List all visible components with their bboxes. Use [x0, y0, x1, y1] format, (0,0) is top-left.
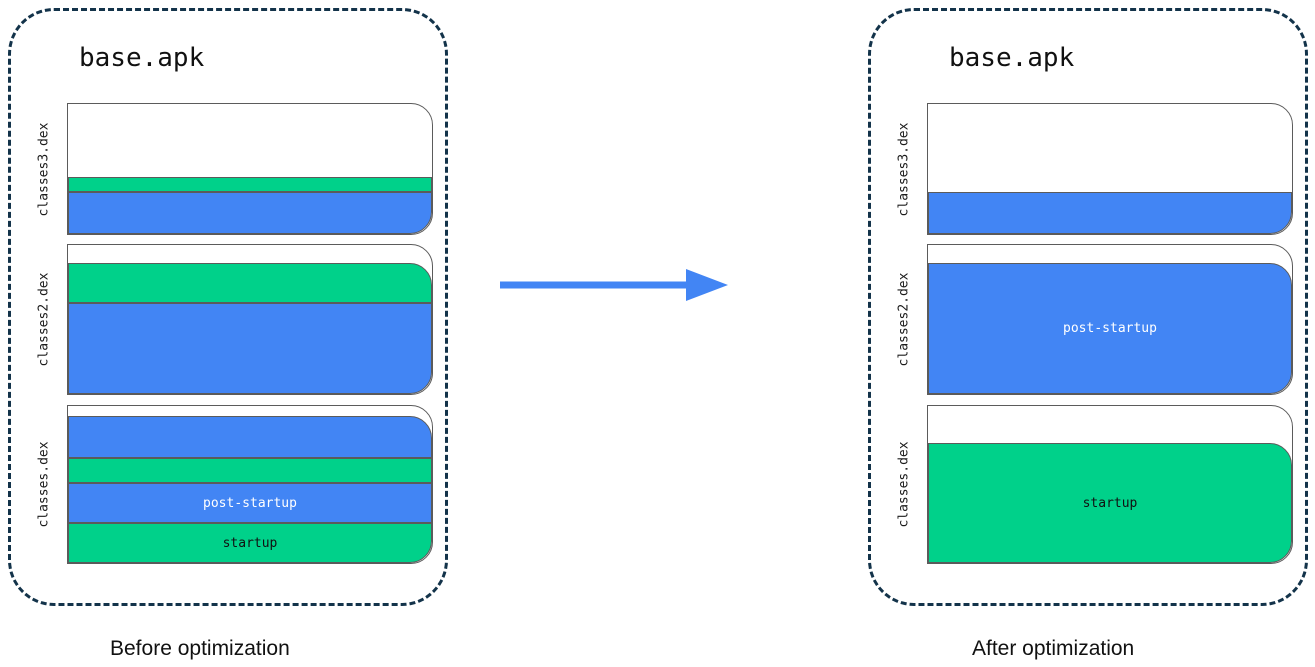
- dex-label-before-classes3: classes3.dex: [36, 122, 52, 216]
- dex-segment-post-startup: [68, 416, 432, 458]
- caption-before-optimization: Before optimization: [110, 637, 290, 660]
- apk-title-after: base.apk: [949, 43, 1075, 73]
- dex-stack: post-startup: [928, 263, 1292, 394]
- dex-label-before-classes: classes.dex: [36, 441, 52, 528]
- dex-block-after-classes3: classes3.dex: [897, 103, 1293, 235]
- dex-stack: startup: [928, 443, 1292, 563]
- dex-segment-startup-labeled: startup: [928, 443, 1292, 563]
- dex-label-after-classes: classes.dex: [896, 441, 912, 528]
- dex-segment-post-startup: [68, 303, 432, 394]
- dex-segment-post-startup-labeled: post-startup: [68, 483, 432, 523]
- dex-segment-post-startup-labeled: post-startup: [928, 263, 1292, 394]
- apk-title-before: base.apk: [79, 43, 205, 73]
- dex-segment-startup: [68, 263, 432, 303]
- dex-block-before-classes: classes.dex startup post-startup: [37, 405, 433, 564]
- dex-block-before-classes2: classes2.dex: [37, 244, 433, 395]
- caption-after-optimization: After optimization: [972, 637, 1135, 660]
- dex-segment-startup: [68, 458, 432, 483]
- dex-label-after-classes2: classes2.dex: [896, 272, 912, 367]
- dex-label-after-classes3: classes3.dex: [896, 122, 912, 216]
- transform-arrow: [500, 265, 730, 305]
- dex-segment-post-startup: [68, 192, 432, 234]
- dex-block-after-classes: classes.dex startup: [897, 405, 1293, 564]
- apk-panel-before: base.apk classes3.dex classes2.dex: [8, 8, 448, 606]
- dex-label-before-classes2: classes2.dex: [36, 272, 52, 367]
- dex-stack: [928, 192, 1292, 234]
- right-arrow-icon: [500, 269, 728, 301]
- dex-segment-startup-labeled: startup: [68, 523, 432, 563]
- apk-panel-after: base.apk classes3.dex classes2.dex post-…: [868, 8, 1308, 606]
- dex-block-before-classes3: classes3.dex: [37, 103, 433, 235]
- dex-stack: [68, 263, 432, 394]
- dex-segment-post-startup: [928, 192, 1292, 234]
- dex-segment-startup: [68, 177, 432, 192]
- dex-block-after-classes2: classes2.dex post-startup: [897, 244, 1293, 395]
- dex-stack: startup post-startup: [68, 416, 432, 563]
- dex-stack: [68, 177, 432, 234]
